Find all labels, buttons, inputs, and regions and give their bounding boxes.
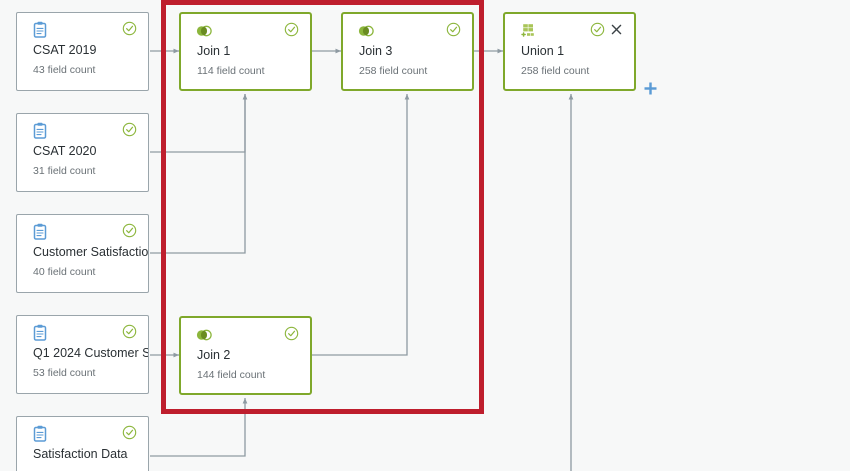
node-header bbox=[17, 13, 148, 43]
add-step-plus-icon[interactable] bbox=[643, 81, 658, 96]
node-subtitle: 31 field count bbox=[33, 165, 96, 177]
node-header bbox=[17, 316, 148, 346]
node-badges bbox=[284, 22, 299, 37]
wire-csat2020-join1 bbox=[150, 93, 248, 153]
wire-satisfactiondata-join2 bbox=[150, 397, 248, 457]
node-header bbox=[343, 14, 472, 44]
node-subtitle: 40 field count bbox=[33, 266, 96, 278]
check-circle-icon bbox=[122, 21, 137, 36]
clipboard-icon bbox=[31, 425, 49, 443]
node-subtitle: 258 field count bbox=[521, 65, 590, 77]
source-node-customer-satisfaction[interactable]: Customer Satisfaction... 40 field count bbox=[16, 214, 149, 293]
join-node-join-3[interactable]: Join 3 258 field count bbox=[341, 12, 474, 91]
check-circle-icon bbox=[122, 223, 137, 238]
node-badges bbox=[284, 326, 299, 341]
node-title: CSAT 2020 bbox=[33, 144, 97, 158]
node-title: Join 3 bbox=[359, 44, 393, 58]
clipboard-icon bbox=[31, 223, 49, 241]
node-header bbox=[181, 318, 310, 348]
source-node-csat-2020[interactable]: CSAT 2020 31 field count bbox=[16, 113, 149, 192]
clipboard-icon bbox=[31, 21, 49, 39]
clipboard-icon bbox=[31, 324, 49, 342]
check-circle-icon bbox=[284, 326, 299, 341]
clipboard-icon bbox=[31, 122, 49, 140]
node-subtitle: 114 field count bbox=[197, 65, 265, 77]
node-badges bbox=[122, 21, 137, 36]
node-title: CSAT 2019 bbox=[33, 43, 97, 57]
check-circle-icon bbox=[446, 22, 461, 37]
node-badges bbox=[122, 324, 137, 339]
node-subtitle bbox=[17, 462, 148, 468]
node-subtitle: 258 field count bbox=[359, 65, 428, 77]
node-header bbox=[17, 215, 148, 245]
node-badges bbox=[122, 223, 137, 238]
union-node-union-1[interactable]: Union 1 258 field count bbox=[503, 12, 636, 91]
check-circle-icon bbox=[122, 425, 137, 440]
node-header bbox=[505, 14, 634, 44]
check-circle-icon bbox=[284, 22, 299, 37]
check-circle-icon bbox=[590, 22, 605, 37]
check-circle-icon bbox=[122, 122, 137, 137]
node-title: Satisfaction Data bbox=[33, 447, 128, 461]
node-subtitle: 43 field count bbox=[33, 64, 96, 76]
close-icon[interactable] bbox=[610, 23, 623, 36]
node-title: Join 2 bbox=[197, 348, 231, 362]
node-header bbox=[181, 14, 310, 44]
join-node-join-2[interactable]: Join 2 144 field count bbox=[179, 316, 312, 395]
source-node-q1-2024-customer-sat[interactable]: Q1 2024 Customer Sa... 53 field count bbox=[16, 315, 149, 394]
node-subtitle: 144 field count bbox=[197, 369, 266, 381]
join-icon bbox=[357, 22, 375, 40]
join-icon bbox=[195, 22, 213, 40]
node-title: Q1 2024 Customer Sa... bbox=[33, 346, 148, 360]
wire-customersat-join1 bbox=[150, 94, 246, 254]
union-icon bbox=[519, 22, 537, 40]
node-subtitle: 53 field count bbox=[33, 367, 96, 379]
check-circle-icon bbox=[122, 324, 137, 339]
node-badges bbox=[122, 425, 137, 440]
join-node-join-1[interactable]: Join 1 114 field count bbox=[179, 12, 312, 91]
node-title: Customer Satisfaction... bbox=[33, 245, 148, 259]
node-title: Join 1 bbox=[197, 44, 231, 58]
source-node-csat-2019[interactable]: CSAT 2019 43 field count bbox=[16, 12, 149, 91]
node-badges bbox=[446, 22, 461, 37]
node-header bbox=[17, 417, 148, 447]
source-node-satisfaction-data[interactable]: Satisfaction Data bbox=[16, 416, 149, 471]
node-header bbox=[17, 114, 148, 144]
wire-join2-join3 bbox=[312, 93, 410, 356]
join-icon bbox=[195, 326, 213, 344]
node-title: Union 1 bbox=[521, 44, 565, 58]
node-badges bbox=[590, 22, 623, 37]
node-badges bbox=[122, 122, 137, 137]
